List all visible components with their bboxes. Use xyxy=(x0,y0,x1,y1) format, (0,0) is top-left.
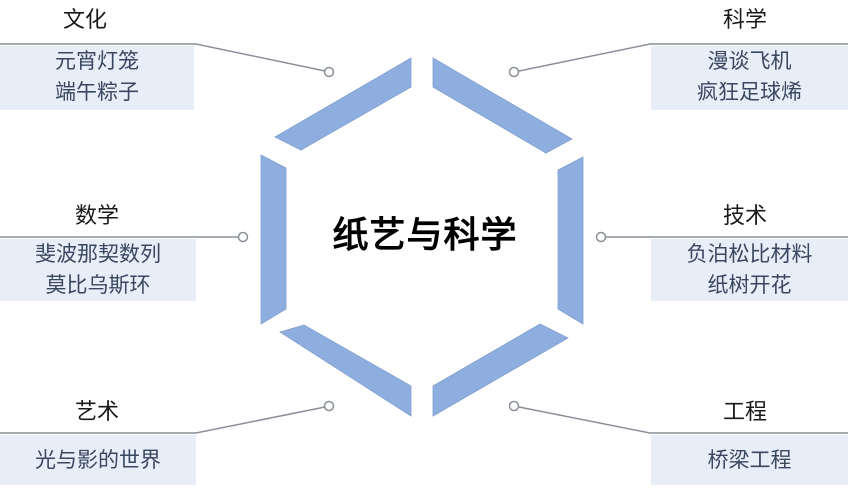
topic-title-engineering: 工程 xyxy=(722,400,767,425)
node-science-icon xyxy=(508,66,520,78)
connector-engineering xyxy=(518,406,848,434)
hexagon-segment-top-left xyxy=(274,57,412,151)
topic-box-science: 漫谈飞机 疯狂足球烯 xyxy=(651,46,848,110)
hexagon-ring xyxy=(260,57,584,417)
topic-item: 端午粽子 xyxy=(55,80,139,104)
hexagon-segment-top-right xyxy=(432,57,573,154)
connector-culture xyxy=(0,43,326,72)
node-culture-icon xyxy=(323,66,335,78)
topic-item: 元宵灯笼 xyxy=(55,49,139,73)
topic-title-art: 艺术 xyxy=(74,400,119,425)
topic-title-math: 数学 xyxy=(74,204,119,229)
topic-box-engineering: 桥梁工程 xyxy=(651,435,848,485)
connector-nodes xyxy=(237,66,607,412)
connector-science xyxy=(518,43,848,72)
connector-art xyxy=(0,406,326,434)
topic-box-technology: 负泊松比材料 纸树开花 xyxy=(651,239,848,301)
topic-box-art: 光与影的世界 xyxy=(0,435,196,485)
topic-title-science: 科学 xyxy=(722,8,767,33)
hexagon-segment-bottom-right xyxy=(432,323,569,417)
topic-item: 斐波那契数列 xyxy=(35,242,161,266)
topic-box-math: 斐波那契数列 莫比乌斯环 xyxy=(0,239,196,301)
node-art-icon xyxy=(323,400,335,412)
center-title: 纸艺与科学 xyxy=(332,215,518,256)
hexagon-segment-bottom-left xyxy=(279,324,412,417)
node-math-icon xyxy=(237,231,249,243)
topic-box-culture: 元宵灯笼 端午粽子 xyxy=(0,46,194,110)
topic-item: 负泊松比材料 xyxy=(686,242,813,266)
node-technology-icon xyxy=(595,231,607,243)
topic-title-culture: 文化 xyxy=(62,8,107,33)
topic-title-technology: 技术 xyxy=(722,204,767,229)
topic-item: 光与影的世界 xyxy=(35,448,161,472)
topic-item: 漫谈飞机 xyxy=(707,49,792,73)
topic-item: 疯狂足球烯 xyxy=(697,80,802,104)
topic-item: 莫比乌斯环 xyxy=(45,273,151,297)
node-engineering-icon xyxy=(508,400,520,412)
hexagon-segment-right xyxy=(557,156,584,325)
topic-item: 桥梁工程 xyxy=(707,448,792,472)
hexagon-segment-left xyxy=(260,154,287,325)
topic-item: 纸树开花 xyxy=(707,273,792,297)
connector-lines xyxy=(0,43,848,434)
